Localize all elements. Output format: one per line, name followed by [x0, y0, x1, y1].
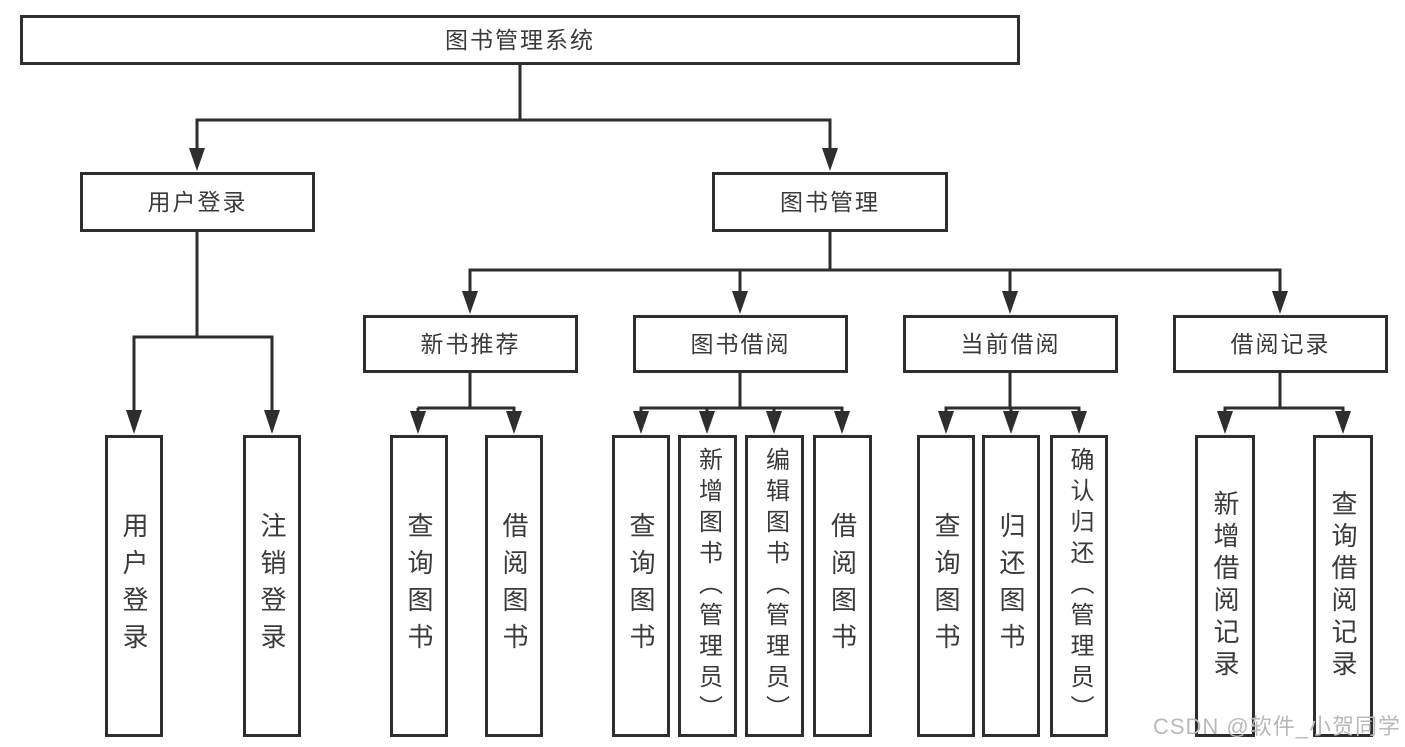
node-label: 确认归还（管理员） [1066, 446, 1093, 726]
node-label: 图书管理 [780, 188, 880, 215]
node-current-borrow: 当前借阅 [903, 315, 1118, 373]
node-book-management: 图书管理 [712, 172, 948, 232]
leaf-borrow-borrow-books: 借阅图书 [813, 435, 872, 737]
node-label: 查询图书 [626, 512, 656, 660]
node-new-book-recommend: 新书推荐 [363, 315, 578, 373]
connector-arrowheads [126, 148, 1351, 434]
node-borrow-records: 借阅记录 [1173, 315, 1388, 373]
node-system-root: 图书管理系统 [20, 15, 1020, 65]
node-label: 归还图书 [996, 512, 1026, 660]
leaf-borrow-query-books: 查询图书 [612, 435, 670, 737]
node-label: 图书管理系统 [445, 26, 595, 53]
node-label: 查询图书 [404, 512, 434, 660]
node-label: 借阅图书 [827, 512, 858, 660]
node-label: 查询借阅记录 [1328, 490, 1358, 682]
node-label: 新增借阅记录 [1210, 490, 1240, 682]
node-label: 编辑图书（管理员） [761, 446, 789, 726]
leaf-borrow-edit-books-admin: 编辑图书（管理员） [745, 435, 804, 737]
node-book-borrow: 图书借阅 [633, 315, 848, 373]
leaf-current-return-books: 归还图书 [982, 435, 1040, 737]
leaf-logout: 注销登录 [243, 435, 301, 737]
node-label: 借阅图书 [499, 512, 529, 660]
leaf-current-query-books: 查询图书 [917, 435, 975, 737]
node-label: 新书推荐 [420, 330, 521, 357]
node-user-login: 用户登录 [80, 172, 315, 232]
leaf-recommend-query-books: 查询图书 [390, 435, 448, 737]
node-label: 当前借阅 [960, 330, 1061, 357]
node-label: 新增图书（管理员） [694, 446, 722, 726]
node-label: 用户登录 [119, 512, 149, 660]
node-label: 注销登录 [257, 512, 287, 660]
node-label: 用户登录 [147, 188, 248, 215]
leaf-user-login: 用户登录 [105, 435, 163, 737]
node-label: 查询图书 [931, 512, 961, 660]
node-label: 图书借阅 [690, 330, 791, 357]
leaf-records-add: 新增借阅记录 [1195, 435, 1255, 737]
node-label: 借阅记录 [1230, 330, 1331, 357]
csdn-watermark: CSDN @软件_小贺同学 [1152, 714, 1401, 739]
leaf-current-confirm-return-admin: 确认归还（管理员） [1050, 435, 1108, 737]
leaf-borrow-add-books-admin: 新增图书（管理员） [678, 435, 737, 737]
leaf-recommend-borrow-books: 借阅图书 [485, 435, 543, 737]
leaf-records-query: 查询借阅记录 [1313, 435, 1373, 737]
